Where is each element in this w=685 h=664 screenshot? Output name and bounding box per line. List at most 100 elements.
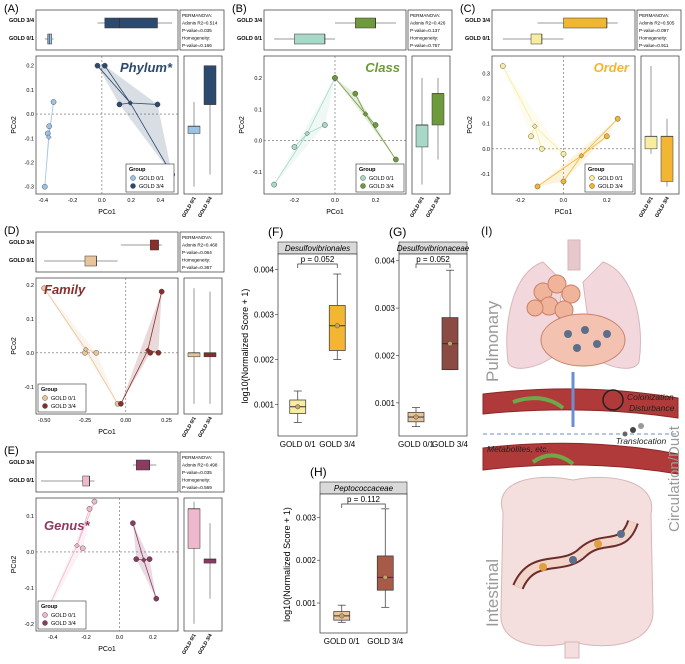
taxon-title: Family — [44, 282, 86, 297]
data-point — [332, 75, 337, 80]
legend-item: GOLD 3/4 — [51, 404, 76, 410]
y-tick-label: 0.1 — [482, 122, 490, 128]
y-axis-label: PCo2 — [11, 556, 18, 574]
data-point — [322, 122, 327, 127]
box — [377, 556, 393, 590]
legend-swatch — [43, 613, 48, 618]
legend-swatch — [590, 184, 595, 189]
x-tick-label: 0.2 — [372, 198, 380, 204]
top-label: GOLD 0/1 — [237, 36, 262, 42]
x-tick-label: -0.4 — [39, 198, 48, 204]
y-tick-label: -0.3 — [25, 185, 34, 191]
stats-text: Homogeneity: — [182, 36, 210, 41]
stats-text: Homogeneity: — [182, 478, 210, 483]
legend-swatch — [361, 176, 366, 181]
top-box — [136, 460, 149, 470]
data-point — [95, 63, 100, 68]
top-box — [564, 18, 607, 28]
y-axis-label: PCo2 — [239, 116, 246, 134]
side-boxplot-frame — [184, 278, 222, 414]
stats-text: Adonis R2=0.514 — [182, 21, 218, 26]
top-box — [105, 18, 158, 28]
legend-item: GOLD 0/1 — [51, 396, 76, 402]
legend-item: GOLD 3/4 — [51, 621, 76, 627]
taxon-title: Order — [594, 60, 630, 75]
y-tick-label: 0.0 — [26, 550, 34, 556]
y-tick-label: -0.1 — [253, 170, 262, 176]
y-axis-label: log10(Normalized Score + 1) — [240, 289, 250, 404]
panel-label-i: (I) — [481, 224, 492, 238]
legend-swatch — [590, 176, 595, 181]
legend-title: Group — [588, 167, 605, 173]
data-point — [87, 506, 92, 511]
top-label: GOLD 3/4 — [237, 18, 263, 24]
label-circulation-duct: Circulation/Duct — [666, 425, 683, 532]
stats-text: P-value=0.035 — [182, 470, 212, 475]
top-box — [85, 256, 96, 266]
y-tick-label: -0.1 — [25, 136, 34, 142]
panel-label: (G) — [389, 225, 406, 239]
x-tick-label: 0.0 — [116, 635, 124, 641]
top-box — [48, 34, 52, 44]
stats-text: P-value=0.035 — [182, 28, 212, 33]
y-tick-label: 0.002 — [254, 356, 275, 365]
data-point — [535, 184, 540, 189]
facet-title: Peptococcaceae — [334, 484, 394, 493]
p-value-label: p = 0.112 — [347, 495, 381, 504]
y-tick-label: 0.001 — [296, 599, 317, 608]
mean-point — [414, 415, 419, 420]
side-box-label: GOLD 0/1 — [181, 196, 198, 219]
y-tick-label: -0.1 — [25, 385, 34, 391]
stats-text: PERMANOVA: — [182, 235, 212, 240]
panel-label: (E) — [4, 445, 19, 457]
panel-label: (B) — [232, 3, 247, 15]
y-tick-label: 0.1 — [26, 317, 34, 323]
side-box-label: GOLD 0/1 — [638, 196, 655, 219]
y-tick-label: 0.004 — [375, 257, 396, 266]
y-tick-label: 0.003 — [375, 304, 396, 313]
y-tick-label: 0.3 — [482, 72, 490, 78]
stats-text: Adonis R2=0.468 — [182, 243, 218, 248]
x-tick-label: -0.50 — [38, 418, 51, 424]
x-axis-label: PCo1 — [98, 646, 116, 653]
top-label: GOLD 3/4 — [9, 240, 35, 246]
label-translocation: Translocation — [616, 436, 667, 446]
blood-vessel-icon — [483, 372, 678, 474]
y-tick-label: 0.2 — [482, 97, 490, 103]
side-box-label: GOLD 0/1 — [181, 416, 198, 439]
mean-point — [295, 404, 300, 409]
side-boxplot-frame — [641, 56, 679, 194]
y-tick-label: 0.0 — [26, 112, 34, 118]
x-tick-label: 0.25 — [161, 418, 172, 424]
y-tick-label: 0.001 — [254, 401, 275, 410]
x-tick-label: -0.25 — [79, 418, 92, 424]
gut-lung-axis-illustration: Colonization Disturbance Translocation M… — [473, 222, 685, 659]
y-tick-label: 0.2 — [26, 64, 34, 70]
legend-item: GOLD 0/1 — [369, 176, 394, 182]
x-tick-label: -0.2 — [68, 198, 77, 204]
p-value-label: p = 0.052 — [416, 255, 450, 264]
top-label: GOLD 0/1 — [9, 36, 34, 42]
facet-title: Desulfovibrionales — [285, 244, 350, 253]
stats-text: P-value=0.911 — [639, 43, 669, 48]
legend-item: GOLD 3/4 — [369, 184, 394, 190]
taxon-title: Class — [365, 60, 400, 75]
data-point — [147, 557, 152, 562]
y-tick-label: -0.2 — [25, 161, 34, 167]
side-box — [188, 126, 200, 133]
legend-item: GOLD 0/1 — [598, 176, 623, 182]
taxon-title: Genus* — [44, 518, 90, 533]
side-box-label: GOLD 3/4 — [654, 196, 671, 219]
x-tick-label: -0.2 — [81, 635, 90, 641]
label-intestinal: Intestinal — [483, 559, 502, 627]
panel-label: (H) — [310, 465, 327, 479]
data-point — [373, 122, 378, 127]
x-tick-label: -0.4 — [48, 635, 57, 641]
x-tick-label: 0.00 — [120, 418, 131, 424]
top-boxplot-frame — [36, 452, 178, 492]
x-tick-label: -0.2 — [290, 198, 299, 204]
